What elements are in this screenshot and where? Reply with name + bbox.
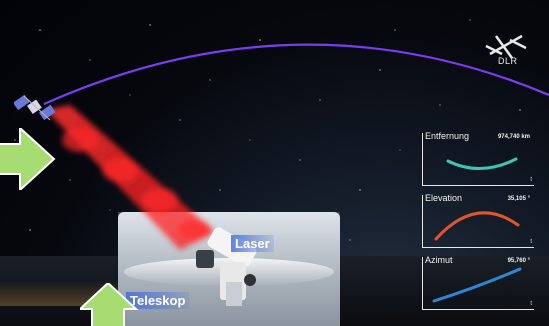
azimuth-value: 95,760 ° xyxy=(507,258,530,264)
telescope-label: Teleskop xyxy=(126,292,190,309)
dlr-logo-icon xyxy=(485,34,527,59)
distance-value: 974,740 km xyxy=(497,134,530,140)
azimuth-curve xyxy=(432,267,522,303)
distance-panel: Entfernung 974,740 km t xyxy=(422,131,534,186)
distance-title: Entfernung xyxy=(425,131,470,141)
telescope-pointer-arrow xyxy=(80,283,139,326)
laser-label: Laser xyxy=(231,235,274,252)
satellite-icon xyxy=(14,94,56,121)
azimuth-panel: Azimut 95,760 ° t xyxy=(422,255,534,310)
distance-axis-tick: t xyxy=(530,177,532,183)
dlr-logo-text: DLR xyxy=(498,56,518,66)
elevation-axis-tick: t xyxy=(530,239,532,245)
satellite-pointer-arrow xyxy=(0,128,56,190)
elevation-title: Elevation xyxy=(425,193,463,203)
azimuth-axes xyxy=(422,257,534,310)
distance-axes xyxy=(422,133,534,186)
azimuth-title: Azimut xyxy=(425,255,453,265)
elevation-value: 35,105 ° xyxy=(507,196,530,202)
elevation-curve xyxy=(434,211,520,241)
azimuth-axis-tick: t xyxy=(530,301,532,307)
elevation-panel: Elevation 35,105 ° t xyxy=(422,193,534,248)
distance-curve xyxy=(446,157,518,171)
elevation-axes xyxy=(422,195,534,248)
